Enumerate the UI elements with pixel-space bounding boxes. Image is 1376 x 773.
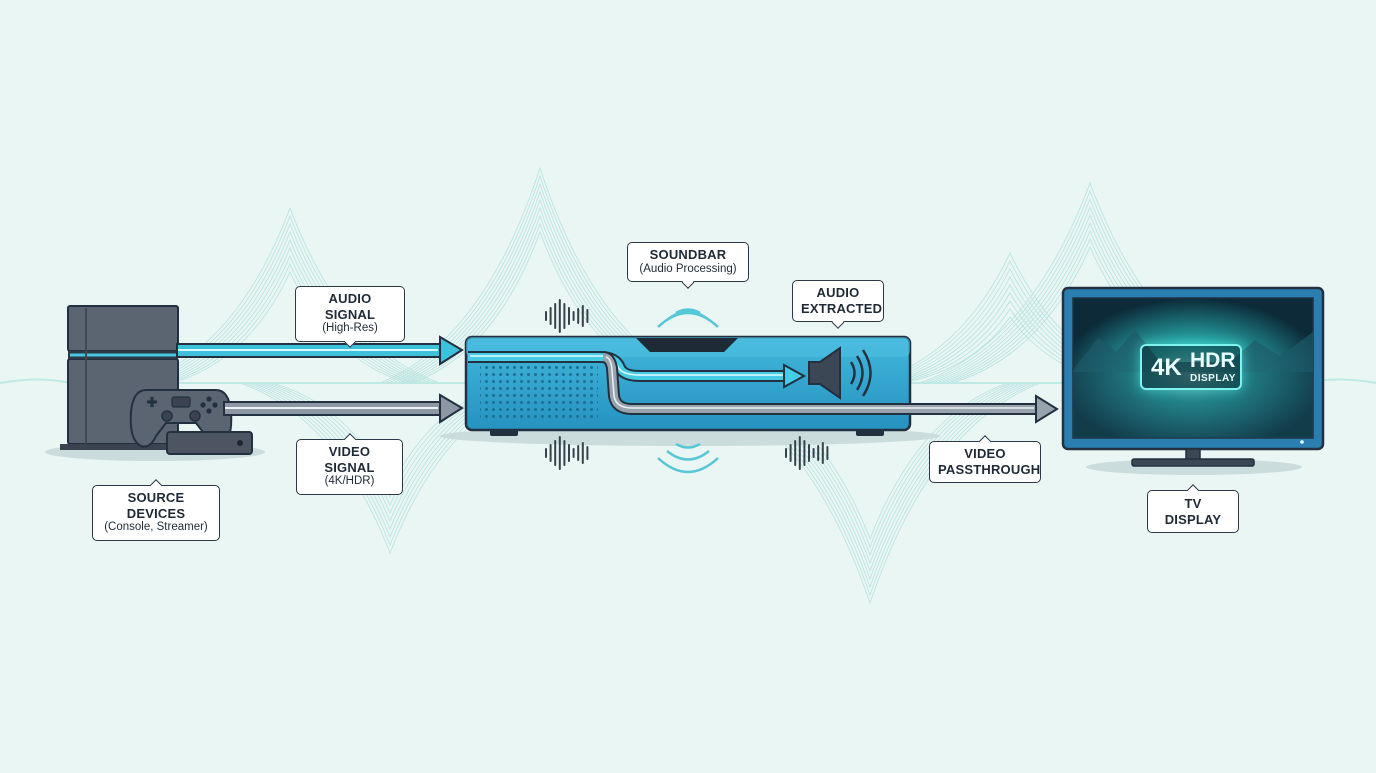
badge-hdr: HDR <box>1190 349 1236 372</box>
audio-signal-title: AUDIO SIGNAL <box>324 291 376 322</box>
streamer-icon <box>166 431 253 455</box>
wave-contour <box>163 254 417 384</box>
wave-contour <box>171 271 409 384</box>
tv-display-label: TV DISPLAY <box>1147 490 1239 534</box>
sound-wave-icon <box>545 299 829 470</box>
soundbar-sub: (Audio Processing) <box>639 262 737 275</box>
source-devices-sub: (Console, Streamer) <box>104 521 208 534</box>
sound-arcs <box>657 308 719 474</box>
audio-extracted-line1: AUDIO <box>816 285 860 300</box>
audio-extracted-label: AUDIO EXTRACTED <box>792 280 884 323</box>
video-signal-label: VIDEO SIGNAL (4K/HDR) <box>296 439 403 495</box>
badge-4k: 4K <box>1151 354 1182 381</box>
video-passthrough-line2: PASSTHROUGH <box>938 461 1041 477</box>
tv-display-title: TV DISPLAY <box>1164 496 1222 527</box>
audio-extracted-line2: EXTRACTED <box>801 300 883 316</box>
soundbar-title: SOUNDBAR <box>649 247 727 262</box>
source-devices-label: SOURCE DEVICES (Console, Streamer) <box>92 485 220 541</box>
video-passthrough-label: VIDEO PASSTHROUGH <box>929 441 1041 484</box>
wave-contour <box>159 246 421 384</box>
console-icon <box>60 305 186 450</box>
video-signal-path <box>223 393 464 424</box>
audio-signal-sub: (High-Res) <box>322 322 378 335</box>
soundbar-icon <box>464 335 1059 436</box>
speaker-icon <box>808 346 872 400</box>
wave-contour <box>167 263 413 384</box>
video-signal-sub: (4K/HDR) <box>324 475 375 488</box>
tv-badge: 4K HDR DISPLAY <box>1140 344 1242 390</box>
soundbar-label: SOUNDBAR (Audio Processing) <box>627 242 749 283</box>
video-passthrough-line1: VIDEO <box>964 446 1006 461</box>
audio-signal-path <box>176 335 464 366</box>
audio-signal-label: AUDIO SIGNAL (High-Res) <box>295 286 405 342</box>
video-signal-title: VIDEO SIGNAL <box>324 444 375 475</box>
source-devices-title: SOURCE DEVICES <box>126 490 186 521</box>
badge-display: DISPLAY <box>1190 373 1236 384</box>
